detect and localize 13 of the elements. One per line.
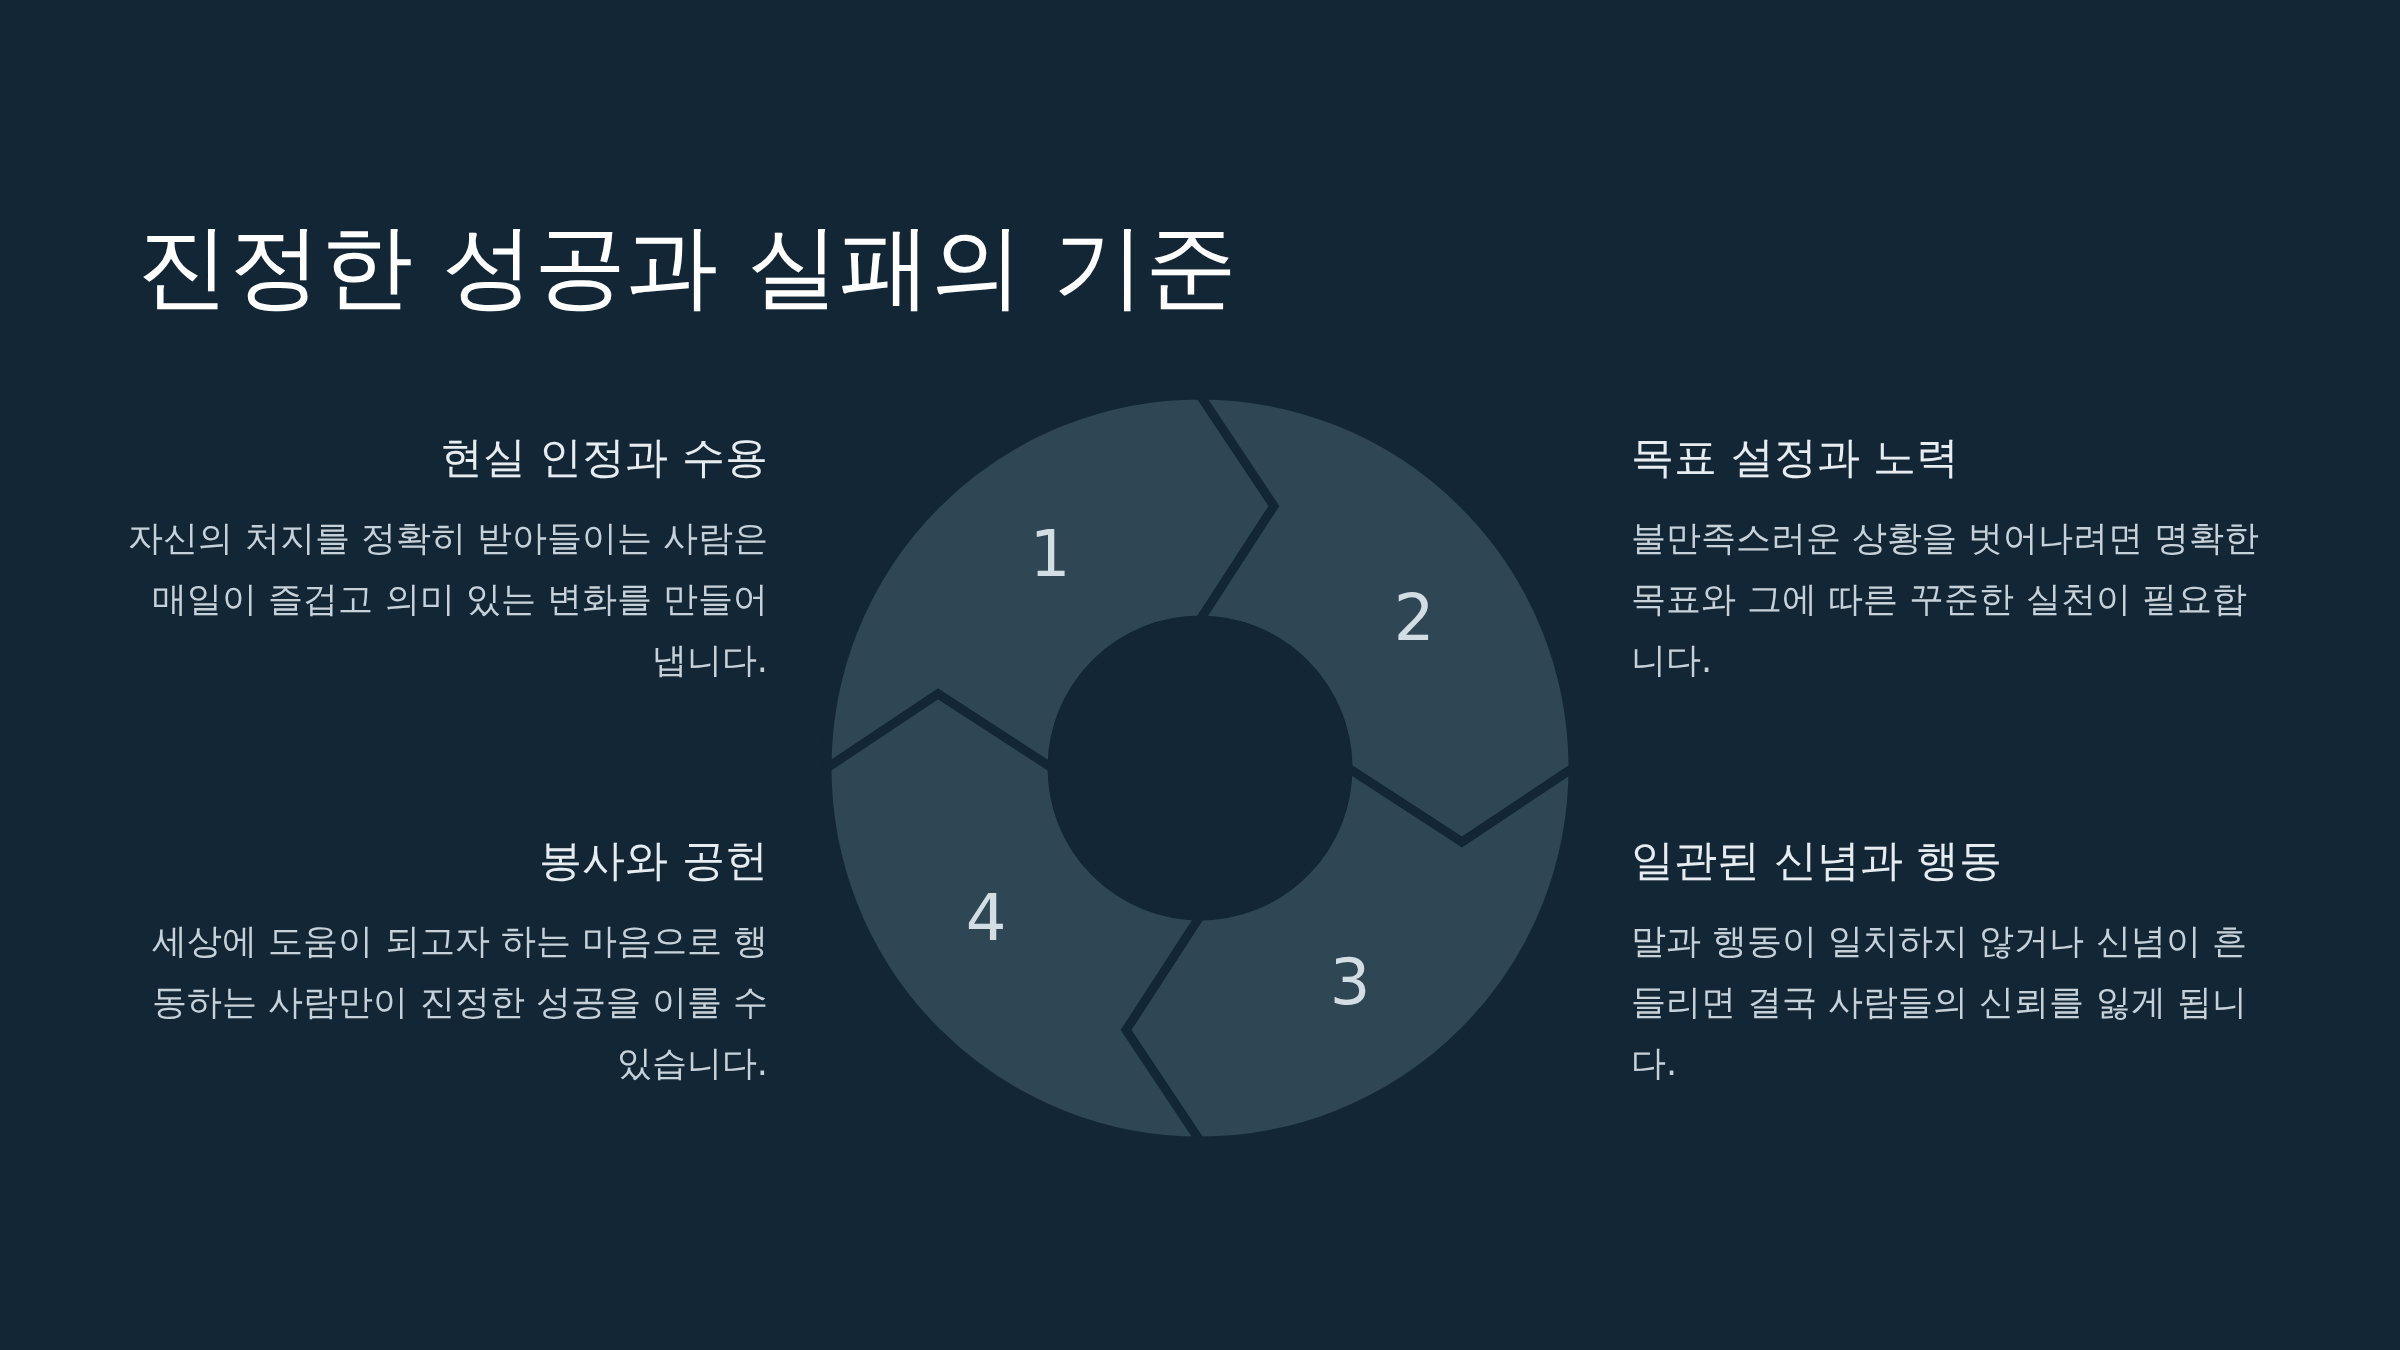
section-heading: 봉사와 공헌 [538,835,768,887]
description-text: 세상에 도움이 되고자 하는 마음으로 행동하는 사람만이 진정한 성공을 이룰 수 있습니다. [151,919,768,1085]
step-number: 4 [965,886,1007,950]
slide-title: 진정한 성공과 실패의 기준 [137,212,1237,322]
description-text: 말과 행동이 일치하지 않거나 신념이 흔들리면 결국 사람들의 신뢰를 잃게 됩니다. [1631,919,2248,1085]
step-number: 1 [1029,522,1071,586]
section-heading: 현실 인정과 수용 [438,432,768,484]
description-text: 불만족스러운 상황을 벗어나려면 명확한 목표와 그에 따른 꾸준한 실천이 필요합니다. [1631,516,2261,682]
description-text: 자신의 처지를 정확히 받아들이는 사람은 매일이 즐겁고 의미 있는 변화를 만들어냅니다. [128,516,768,682]
section-heading: 목표 설정과 노력 [1631,432,1961,484]
step-number: 2 [1393,586,1435,650]
step-number: 3 [1329,950,1371,1014]
section-heading: 일관된 신념과 행동 [1631,835,2004,887]
